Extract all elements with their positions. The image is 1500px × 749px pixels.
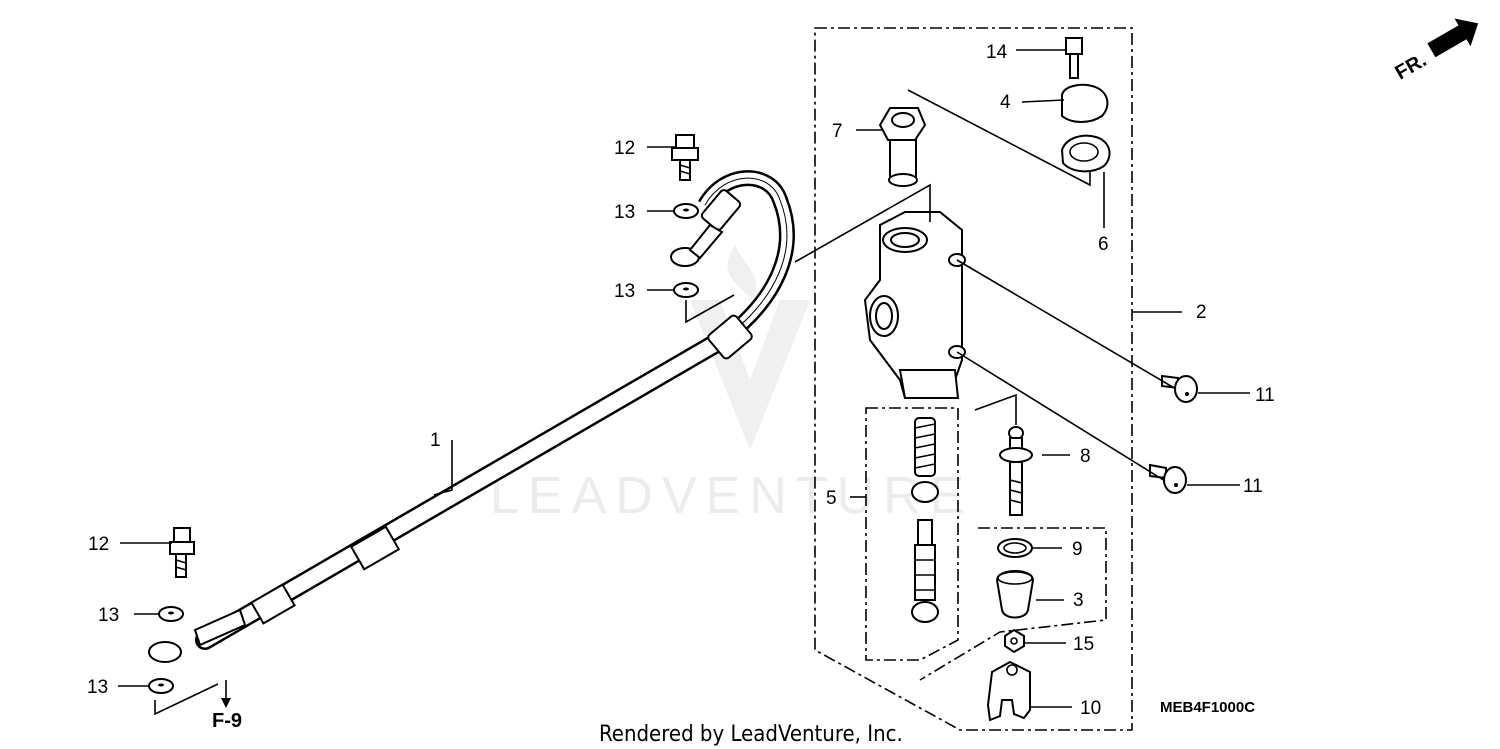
callout-2: 2 (1196, 302, 1207, 323)
boot-group-bracket (919, 527, 1107, 681)
brake-hose (148, 170, 795, 663)
direction-label: FR. (1392, 49, 1431, 84)
reservoir-cover (1061, 83, 1109, 123)
front-direction-indicator: FR. (1392, 18, 1479, 84)
callout-13-upper-b: 13 (614, 281, 635, 302)
callout-6: 6 (1098, 234, 1109, 255)
callout-12-lower: 12 (88, 534, 109, 555)
diagram-code: MEB4F1000C (1160, 699, 1255, 716)
callout-11-upper: 11 (1255, 385, 1275, 406)
footer-credit: Rendered by LeadVenture, Inc. (599, 722, 903, 747)
reference-label: F-9 (212, 710, 242, 732)
diaphragm (1060, 134, 1111, 173)
upper-group-bracket (685, 294, 735, 324)
hose-joint (878, 107, 927, 187)
piston-set (865, 407, 959, 661)
callout-1: 1 (430, 430, 441, 451)
assembly-boundary (814, 27, 1133, 731)
callout-labels: 1 2 3 4 5 6 7 8 9 10 11 11 12 12 13 13 1… (87, 42, 1275, 719)
callout-13-lower-a: 13 (98, 605, 119, 626)
callout-10: 10 (1080, 698, 1101, 719)
master-cylinder-body (863, 211, 966, 399)
callout-8: 8 (1080, 446, 1091, 467)
snap-ring (997, 538, 1033, 558)
callout-13-upper-a: 13 (614, 202, 635, 223)
upper-banjo-bolt (671, 134, 699, 181)
mounting-bolt-upper (1161, 374, 1198, 403)
push-rod (999, 426, 1033, 516)
callout-3: 3 (1073, 590, 1084, 611)
callout-5: 5 (826, 488, 837, 509)
callout-13-lower-b: 13 (87, 677, 108, 698)
watermark-text: LEADVENTURE (490, 467, 973, 525)
reservoir-bolt (1065, 37, 1083, 79)
callout-15: 15 (1073, 634, 1094, 655)
mounting-bolt-lower (1149, 463, 1187, 494)
lower-banjo-bolt (169, 527, 195, 578)
lower-group-bracket (154, 683, 219, 716)
callout-11-lower: 11 (1243, 476, 1263, 497)
callout-12-upper: 12 (614, 138, 635, 159)
leader-lines (118, 49, 1250, 708)
callout-14: 14 (986, 42, 1008, 63)
nut (1004, 628, 1025, 654)
clevis (986, 660, 1031, 722)
callout-9: 9 (1072, 539, 1083, 560)
cover-bracket (907, 89, 1091, 187)
callout-4: 4 (1000, 92, 1011, 113)
direction-arrow-icon (1427, 18, 1479, 58)
hose-connection-line (794, 183, 931, 263)
callout-7: 7 (832, 121, 843, 142)
boot (995, 570, 1035, 619)
